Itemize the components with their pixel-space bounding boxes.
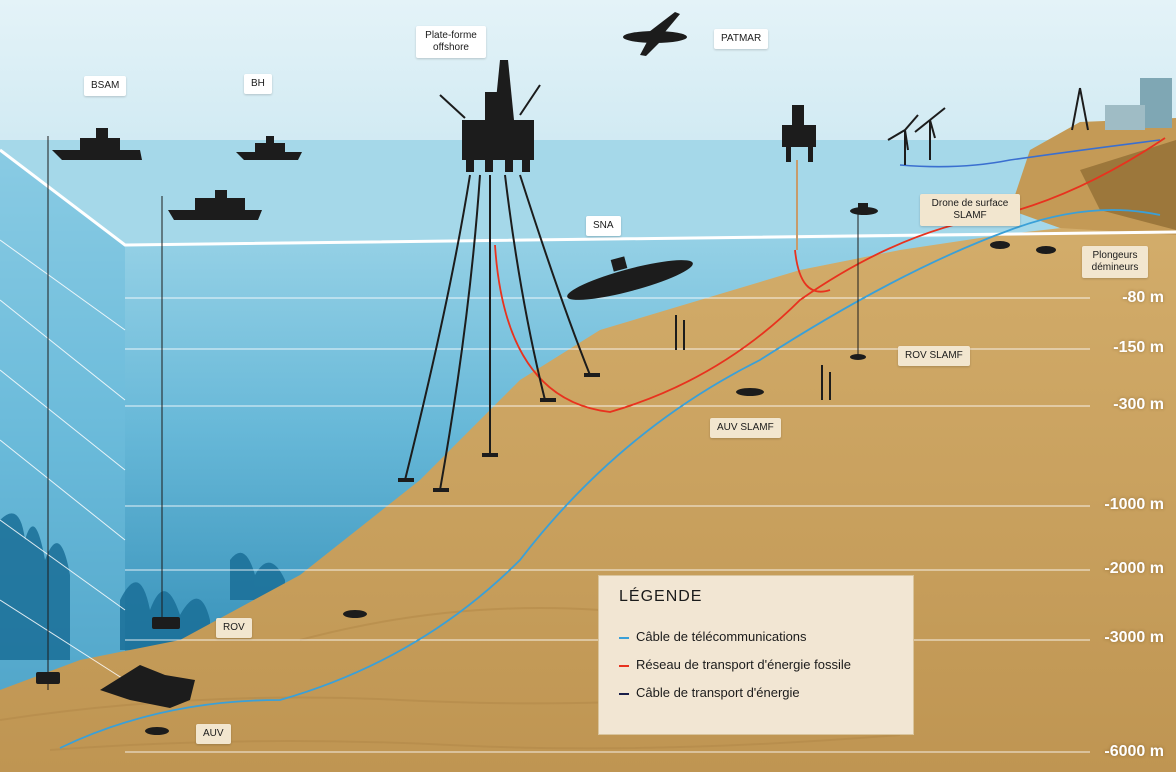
legend-swatch-energy [619, 692, 629, 695]
rov [152, 617, 180, 629]
telecom-cable [59, 209, 1161, 749]
fossil-energy-network [494, 137, 1166, 413]
wreck [100, 665, 195, 708]
water-surface-line [0, 148, 1176, 247]
depth-2000: -2000 m [1104, 560, 1164, 577]
label-platform: Plate-forme offshore [416, 26, 486, 58]
label-plongeurs: Plongeurs démineurs [1082, 246, 1148, 278]
label-plongeurs-line1: Plongeurs [1092, 250, 1138, 261]
label-plongeurs-line2: démineurs [1091, 262, 1139, 273]
coral-reef [0, 513, 285, 660]
offshore-platform [439, 60, 541, 172]
legend-title: LÉGENDE [619, 588, 703, 605]
telecom-cable-surface [899, 139, 1161, 168]
depth-150: -150 m [1113, 339, 1164, 356]
depth-gridlines [0, 239, 1090, 753]
label-rov-slamf: ROV SLAMF [898, 346, 970, 366]
legend-label-fossil: Réseau de transport d'énergie fossile [636, 657, 851, 672]
legend-item-fossil: Réseau de transport d'énergie fossile [619, 657, 851, 672]
ship-bh [236, 136, 302, 160]
legend-item-telecom: Câble de télécommunications [619, 629, 807, 644]
depth-6000: -6000 m [1104, 743, 1164, 760]
legend-swatch-telecom [619, 636, 629, 639]
label-auv: AUV [196, 724, 231, 744]
label-platform-line1: Plate-forme [425, 30, 477, 41]
depth-80: -80 m [1122, 289, 1164, 306]
fossil-energy-network-branch [794, 249, 831, 293]
label-sna: SNA [586, 216, 621, 236]
coastal-station [1071, 78, 1172, 131]
cliff-shadow [1080, 140, 1176, 230]
label-drone-line1: Drone de surface [931, 198, 1009, 209]
label-bsam: BSAM [84, 76, 127, 96]
label-drone-line2: SLAMF [953, 210, 987, 221]
seabed-plants [675, 315, 831, 400]
rov-slamf [850, 354, 866, 360]
divers [990, 241, 1056, 254]
label-auv-slamf: AUV SLAMF [710, 418, 781, 438]
legend-label-telecom: Câble de télécommunications [636, 629, 807, 644]
depth-1000: -1000 m [1104, 496, 1164, 513]
legend-label-energy: Câble de transport d'énergie [636, 685, 800, 700]
legend-item-energy: Câble de transport d'énergie [619, 685, 800, 700]
ship-deploying-rov [161, 190, 262, 620]
depth-300: -300 m [1113, 396, 1164, 413]
rov-bottom [36, 672, 60, 684]
legend-swatch-fossil [619, 664, 629, 667]
depth-3000: -3000 m [1104, 629, 1164, 646]
mooring-anchors [398, 373, 600, 492]
submarine-sna [567, 256, 693, 300]
legend: LÉGENDE Câble de télécommunications Rése… [598, 575, 914, 735]
label-bh: BH [244, 74, 272, 94]
auv-mid [343, 610, 367, 618]
small-platform [782, 105, 816, 250]
label-rov: ROV [216, 618, 252, 638]
label-drone: Drone de surface SLAMF [920, 194, 1020, 226]
ship-bsam [47, 128, 142, 690]
auv [145, 727, 169, 735]
label-platform-line2: offshore [433, 42, 469, 53]
auv-slamf [736, 388, 764, 396]
wind-turbines [887, 107, 946, 165]
label-patmar: PATMAR [714, 29, 769, 49]
platform-mooring-lines [404, 174, 591, 491]
surface-drone [850, 203, 878, 355]
patmar-aircraft [623, 12, 687, 56]
sky [0, 0, 1176, 160]
